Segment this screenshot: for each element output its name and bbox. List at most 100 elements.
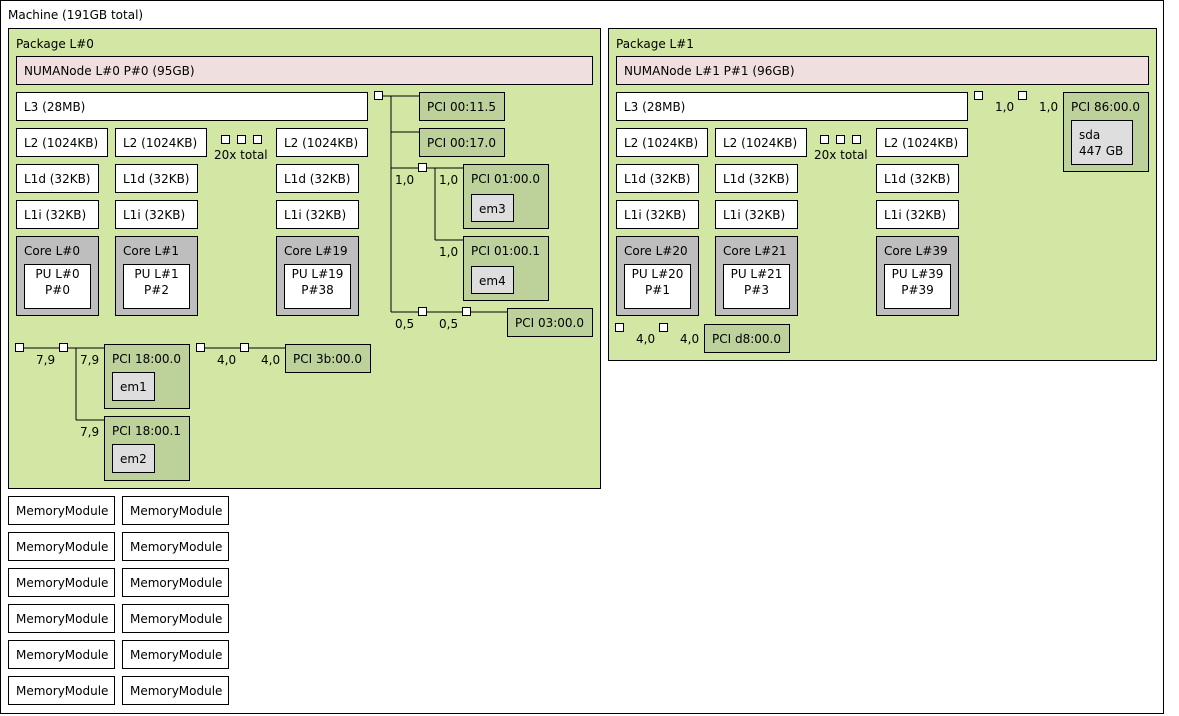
memory-module-label: MemoryModule bbox=[130, 540, 223, 554]
link-speed-label: 1,0 bbox=[395, 173, 415, 187]
core: Core L#21 PU L#21 P#3 bbox=[715, 236, 798, 316]
l1i-cache: L1i (32KB) bbox=[616, 200, 699, 229]
pu-label: PU L#39 bbox=[891, 267, 944, 281]
ellipsis-square bbox=[820, 135, 829, 144]
ellipsis-square bbox=[237, 135, 246, 144]
total-count-label: 20x total bbox=[214, 148, 268, 162]
memory-module: MemoryModule bbox=[8, 532, 115, 561]
memory-module-label: MemoryModule bbox=[16, 648, 109, 662]
l1d-cache: L1d (32KB) bbox=[16, 164, 99, 193]
l3-cache-0: L3 (28MB) bbox=[16, 92, 368, 121]
storage-device-size: 447 GB bbox=[1079, 144, 1124, 158]
l2-cache: L2 (1024KB) bbox=[276, 128, 368, 157]
memory-module-label: MemoryModule bbox=[130, 612, 223, 626]
pci-device-label: PCI 86:00.0 bbox=[1071, 100, 1140, 114]
total-count-label: 20x total bbox=[814, 148, 868, 162]
memory-module: MemoryModule bbox=[122, 496, 229, 525]
storage-device-name: sda bbox=[1079, 128, 1101, 142]
l1d-cache: L1d (32KB) bbox=[616, 164, 699, 193]
ellipsis-square bbox=[852, 135, 861, 144]
memory-module: MemoryModule bbox=[122, 676, 229, 705]
l1i-cache: L1i (32KB) bbox=[276, 200, 359, 229]
memory-module-label: MemoryModule bbox=[130, 648, 223, 662]
l1i-cache: L1i (32KB) bbox=[715, 200, 798, 229]
pci-device: PCI d8:00.0 bbox=[704, 324, 790, 353]
pu-physical-index: P#1 bbox=[645, 283, 670, 297]
pci-device-label: PCI d8:00.0 bbox=[712, 332, 781, 346]
l2-cache: L2 (1024KB) bbox=[876, 128, 968, 157]
processing-unit: PU L#39 P#39 bbox=[884, 264, 951, 309]
pu-physical-index: P#38 bbox=[301, 283, 334, 297]
pci-bridge-node bbox=[240, 343, 249, 352]
memory-module: MemoryModule bbox=[8, 676, 115, 705]
pci-device: PCI 03:00.0 bbox=[507, 308, 593, 337]
l1d-cache-label: L1d (32KB) bbox=[723, 172, 790, 186]
link-speed-label: 0,5 bbox=[439, 317, 459, 331]
l1d-cache: L1d (32KB) bbox=[715, 164, 798, 193]
link-speed-label: 1,0 bbox=[439, 245, 459, 259]
pci-device-label: PCI 3b:00.0 bbox=[293, 352, 362, 366]
link-speed-label: 1,0 bbox=[439, 173, 459, 187]
memory-module-label: MemoryModule bbox=[16, 684, 109, 698]
core-label: Core L#21 bbox=[723, 244, 787, 258]
pci-bridge-node bbox=[59, 343, 68, 352]
machine-title: Machine (191GB total) bbox=[8, 8, 144, 22]
memory-module: MemoryModule bbox=[122, 568, 229, 597]
core: Core L#39 PU L#39 P#39 bbox=[876, 236, 959, 316]
memory-module: MemoryModule bbox=[8, 640, 115, 669]
link-speed-label: 4,0 bbox=[261, 353, 281, 367]
network-interface-label: em4 bbox=[479, 274, 506, 288]
l1d-cache-label: L1d (32KB) bbox=[123, 172, 190, 186]
pci-bridge-node bbox=[462, 307, 471, 316]
memory-module-label: MemoryModule bbox=[130, 684, 223, 698]
l2-cache-label: L2 (1024KB) bbox=[284, 136, 359, 150]
pu-label: PU L#1 bbox=[134, 267, 179, 281]
memory-module: MemoryModule bbox=[8, 568, 115, 597]
pci-device-label: PCI 18:00.0 bbox=[112, 352, 181, 366]
memory-module: MemoryModule bbox=[8, 604, 115, 633]
l1d-cache-label: L1d (32KB) bbox=[24, 172, 91, 186]
pci-device: PCI 01:00.1 em4 bbox=[463, 236, 549, 301]
core-label: Core L#1 bbox=[123, 244, 179, 258]
ellipsis-square bbox=[836, 135, 845, 144]
pci-bridge-node bbox=[374, 91, 383, 100]
package-1-title: Package L#1 bbox=[616, 37, 694, 51]
pci-bridge-node bbox=[15, 343, 24, 352]
link-speed-label: 7,9 bbox=[80, 425, 100, 439]
pci-device-label: PCI 00:17.0 bbox=[427, 136, 496, 150]
link-speed-label: 7,9 bbox=[80, 353, 100, 367]
processing-unit: PU L#1 P#2 bbox=[123, 264, 190, 309]
l1i-cache-label: L1i (32KB) bbox=[884, 208, 947, 222]
processing-unit: PU L#20 P#1 bbox=[624, 264, 691, 309]
pu-label: PU L#21 bbox=[730, 267, 783, 281]
pu-label: PU L#19 bbox=[291, 267, 344, 281]
l1d-cache-label: L1d (32KB) bbox=[884, 172, 951, 186]
pu-physical-index: P#2 bbox=[144, 283, 169, 297]
l2-cache: L2 (1024KB) bbox=[715, 128, 807, 157]
l1i-cache: L1i (32KB) bbox=[115, 200, 198, 229]
l1d-cache-label: L1d (32KB) bbox=[624, 172, 691, 186]
link-speed-label: 4,0 bbox=[680, 332, 700, 346]
network-interface: em2 bbox=[112, 444, 155, 473]
link-speed-label: 7,9 bbox=[36, 353, 56, 367]
network-interface-label: em2 bbox=[120, 452, 147, 466]
network-interface: em4 bbox=[471, 266, 514, 294]
pci-device: PCI 18:00.1 em2 bbox=[104, 416, 190, 481]
l2-cache-label: L2 (1024KB) bbox=[624, 136, 699, 150]
storage-device: sda 447 GB bbox=[1071, 120, 1133, 165]
memory-module-label: MemoryModule bbox=[16, 612, 109, 626]
network-interface: em3 bbox=[471, 194, 514, 222]
memory-module-label: MemoryModule bbox=[130, 504, 223, 518]
l2-cache: L2 (1024KB) bbox=[16, 128, 108, 157]
pci-bridge-node bbox=[615, 323, 624, 332]
l1d-cache: L1d (32KB) bbox=[876, 164, 959, 193]
memory-module-label: MemoryModule bbox=[16, 576, 109, 590]
core: Core L#19 PU L#19 P#38 bbox=[276, 236, 359, 316]
l2-cache-label: L2 (1024KB) bbox=[723, 136, 798, 150]
numa-node-1: NUMANode L#1 P#1 (96GB) bbox=[616, 56, 1149, 85]
l1d-cache-label: L1d (32KB) bbox=[284, 172, 351, 186]
l1d-cache: L1d (32KB) bbox=[276, 164, 359, 193]
l1i-cache: L1i (32KB) bbox=[16, 200, 99, 229]
ellipsis-square bbox=[253, 135, 262, 144]
pci-device: PCI 86:00.0 sda 447 GB bbox=[1063, 92, 1149, 172]
